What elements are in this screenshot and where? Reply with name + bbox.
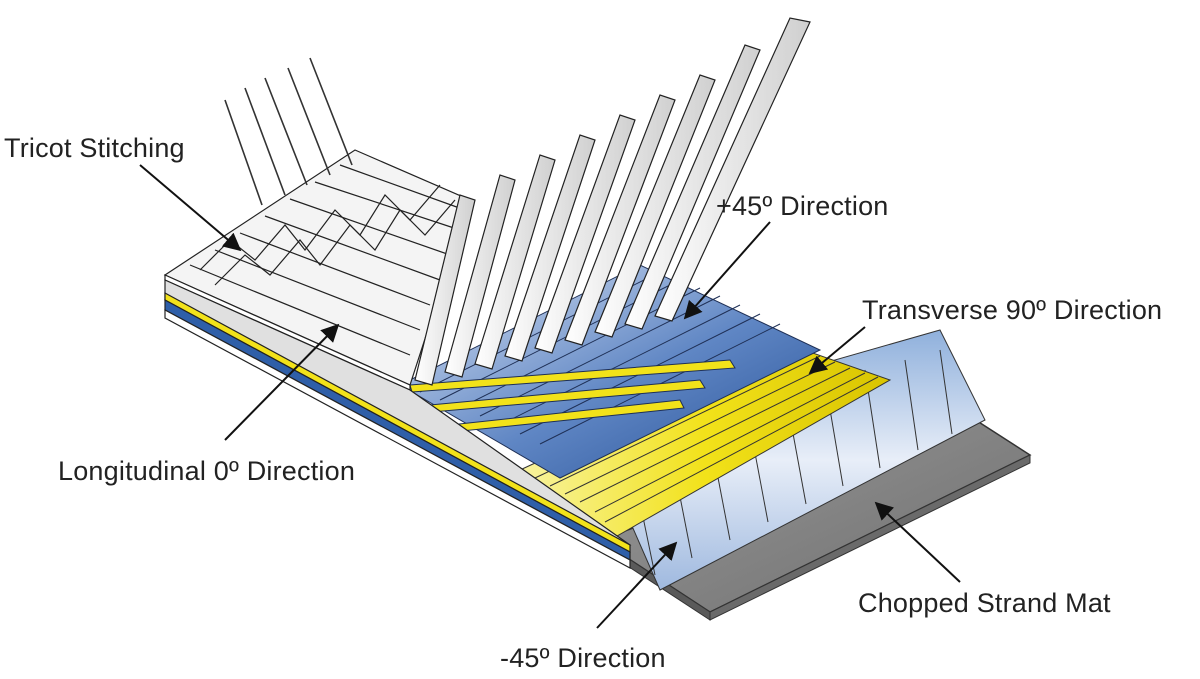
transverse-arrow (808, 326, 866, 375)
chopped-mat-arrow (874, 501, 961, 583)
longitudinal-0-direction-label: Longitudinal 0º Direction (58, 456, 356, 486)
tricot-threads (224, 57, 353, 206)
callout-arrows (139, 164, 961, 629)
transverse-90-direction-label: Transverse 90º Direction (862, 295, 1163, 325)
raised-fiber-strips (414, 17, 811, 386)
minus45-direction-label: -45º Direction (500, 643, 666, 673)
longitudinal-0-layer (163, 149, 632, 570)
longitudinal-arrow (224, 323, 340, 441)
plus45-arrow (683, 221, 771, 320)
chopped-strand-mat-label: Chopped Strand Mat (858, 588, 1111, 618)
plus45-direction-label: +45º Direction (716, 191, 889, 221)
minus45-arrow (596, 541, 678, 629)
tricot-arrow (139, 164, 242, 252)
tricot-stitching-label: Tricot Stitching (4, 133, 185, 163)
